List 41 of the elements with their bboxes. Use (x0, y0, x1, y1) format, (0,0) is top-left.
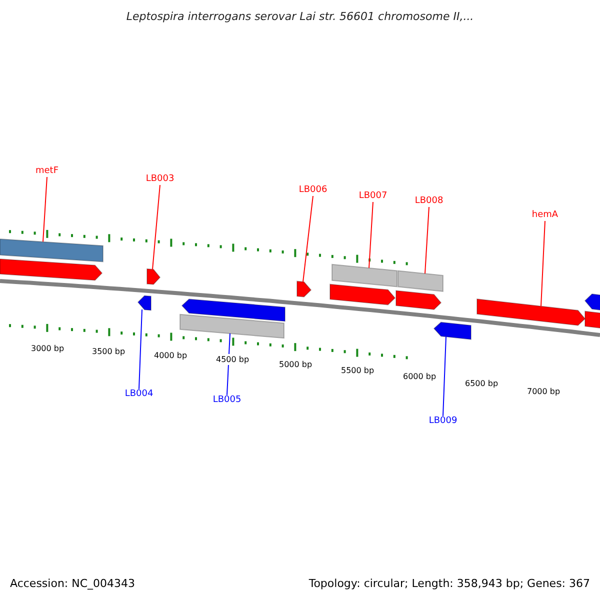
scale-label: 5500 bp (341, 365, 374, 376)
gene-feature (433, 322, 472, 340)
scale-label: 6500 bp (465, 378, 498, 389)
gene-label: LB005 (212, 395, 242, 406)
scale-label: 7000 bp (527, 386, 560, 397)
gene-label: LB009 (428, 416, 458, 427)
leader-line (152, 184, 160, 270)
gene-feature (396, 290, 442, 310)
leader-line (138, 309, 142, 390)
leader-line (540, 220, 546, 307)
gene-feature (181, 298, 286, 322)
scale-label: 6000 bp (403, 371, 436, 382)
leader-line (424, 206, 430, 274)
scale-label: 3500 bp (92, 346, 126, 357)
gene-label: LB007 (358, 191, 388, 202)
footer-text: Accession: NC_004343 (10, 577, 136, 591)
gene-bar (180, 314, 284, 339)
gene-label: LB006 (298, 185, 328, 196)
footer-text: Topology: circular; Length: 358,943 bp; Genes: 367 (308, 577, 590, 591)
leader-line (42, 176, 48, 242)
leader-line (368, 202, 374, 268)
gene-bar (0, 238, 104, 262)
scale-label: 4000 bp (154, 350, 188, 361)
gene-label: hemA (532, 210, 558, 221)
gene-feature (137, 295, 152, 311)
gene-label: LB008 (414, 196, 444, 207)
gene-label: LB004 (124, 389, 154, 400)
leader-line (442, 336, 446, 416)
scale-label: 3000 bp (31, 343, 64, 354)
gene-bar (332, 264, 398, 288)
gene-feature (330, 284, 396, 306)
gene-label: metF (36, 166, 58, 177)
scale-label: 4500 bp (216, 354, 250, 365)
gene-feature (296, 280, 312, 298)
gene-bar (398, 270, 444, 292)
title: Leptospira interrogans serovar Lai str. 56601 chromosome II,... (125, 10, 475, 24)
leader-line (302, 196, 314, 282)
scale-label: 5000 bp (279, 359, 312, 370)
gene-label: LB003 (146, 174, 174, 185)
gene-feature (0, 258, 103, 281)
gene-feature (146, 268, 161, 285)
